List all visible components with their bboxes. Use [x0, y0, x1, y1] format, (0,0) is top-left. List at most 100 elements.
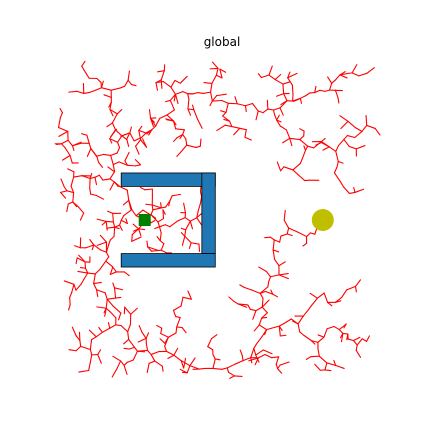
tree-branch — [283, 219, 290, 229]
tree-branch — [337, 160, 344, 164]
tree-branch — [340, 332, 344, 343]
tree-branch — [186, 144, 197, 148]
tree-branch — [173, 93, 177, 102]
tree-branch — [110, 87, 122, 91]
tree-branch — [361, 124, 368, 132]
tree-branch — [299, 139, 309, 147]
tree-branch — [88, 361, 91, 372]
tree-branch — [257, 353, 266, 359]
tree-branch — [318, 355, 328, 364]
tree-branch — [175, 326, 178, 334]
tree-branch — [86, 148, 92, 157]
tree-branch — [343, 135, 348, 140]
tree-branch — [89, 89, 97, 93]
tree-branch — [125, 132, 131, 141]
tree-branch — [259, 292, 264, 299]
tree-branch — [119, 219, 122, 226]
tree-branch — [93, 244, 101, 251]
tree-branch — [282, 83, 285, 95]
tree-branch — [132, 223, 140, 230]
tree-branch — [299, 331, 305, 336]
tree-branch — [225, 102, 229, 113]
tree-branch — [98, 326, 103, 333]
tree-branch — [219, 68, 223, 79]
tree-branch — [210, 334, 218, 340]
tree-branch — [212, 354, 216, 360]
tree-branch — [276, 119, 281, 127]
tree-branch — [79, 267, 87, 269]
tree-branch — [138, 125, 143, 131]
tree-branch — [253, 343, 257, 350]
tree-branch — [188, 242, 192, 250]
tree-branch — [71, 141, 82, 147]
tree-branch — [89, 176, 96, 180]
tree-branch — [244, 136, 252, 141]
tree-branch — [100, 80, 104, 89]
tree-branch — [68, 349, 77, 352]
tree-branch — [87, 272, 96, 275]
tree-branch — [68, 304, 71, 311]
tree-branch — [278, 273, 289, 276]
tree-branch — [109, 128, 118, 138]
tree-branch — [267, 108, 275, 111]
tree-branch — [176, 316, 181, 328]
tree-branch — [354, 279, 361, 287]
tree-branch — [272, 109, 276, 116]
tree-branch — [248, 357, 259, 362]
tree-branch — [277, 364, 281, 370]
tree-branch — [132, 350, 138, 361]
tree-branch — [220, 110, 227, 113]
tree-branch — [269, 236, 275, 241]
tree-branch — [212, 358, 216, 370]
tree-branch — [187, 108, 195, 111]
tree-branch — [112, 221, 116, 228]
tree-branch — [127, 70, 130, 81]
tree-branch — [116, 109, 123, 115]
tree-branch — [70, 185, 75, 194]
tree-branch — [262, 108, 269, 114]
tree-branch — [166, 114, 175, 122]
tree-branch — [264, 236, 271, 239]
tree-branch — [211, 61, 219, 69]
tree-branch — [90, 148, 98, 158]
tree-branch — [100, 87, 112, 91]
tree-branch — [279, 107, 284, 116]
tree-branch — [196, 212, 203, 219]
tree-branch — [106, 298, 114, 307]
tree-branch — [274, 73, 282, 81]
tree-branch — [115, 324, 122, 327]
tree-branch — [261, 316, 268, 319]
tree-branch — [184, 217, 191, 222]
tree-branch — [275, 356, 280, 365]
tree-branch — [275, 363, 279, 370]
tree-branch — [198, 243, 201, 252]
tree-branch — [180, 227, 187, 231]
tree-branch — [111, 113, 118, 124]
tree-branch — [333, 166, 338, 174]
tree-branch — [96, 155, 100, 164]
tree-branch — [335, 150, 339, 163]
tree-branch — [279, 334, 287, 337]
tree-branch — [278, 274, 289, 280]
tree-branch — [103, 307, 107, 314]
tree-branch — [93, 281, 102, 285]
tree-branch — [346, 72, 353, 75]
tree-branch — [113, 287, 124, 291]
tree-branch — [343, 138, 350, 147]
tree-branch — [272, 249, 276, 260]
tree-branch — [302, 242, 308, 247]
tree-branch — [291, 84, 294, 96]
tree-branch — [128, 338, 136, 348]
tree-branch — [130, 307, 138, 315]
tree-branch — [310, 340, 316, 345]
tree-branch — [124, 306, 132, 315]
tree-branch — [198, 367, 206, 370]
tree-branch — [144, 188, 153, 191]
tree-branch — [117, 141, 121, 149]
tree-branch — [95, 87, 103, 91]
tree-branch — [355, 344, 358, 351]
tree-branch — [254, 357, 259, 366]
tree-branch — [114, 224, 121, 228]
tree-branch — [96, 289, 106, 294]
tree-branch — [111, 368, 118, 378]
